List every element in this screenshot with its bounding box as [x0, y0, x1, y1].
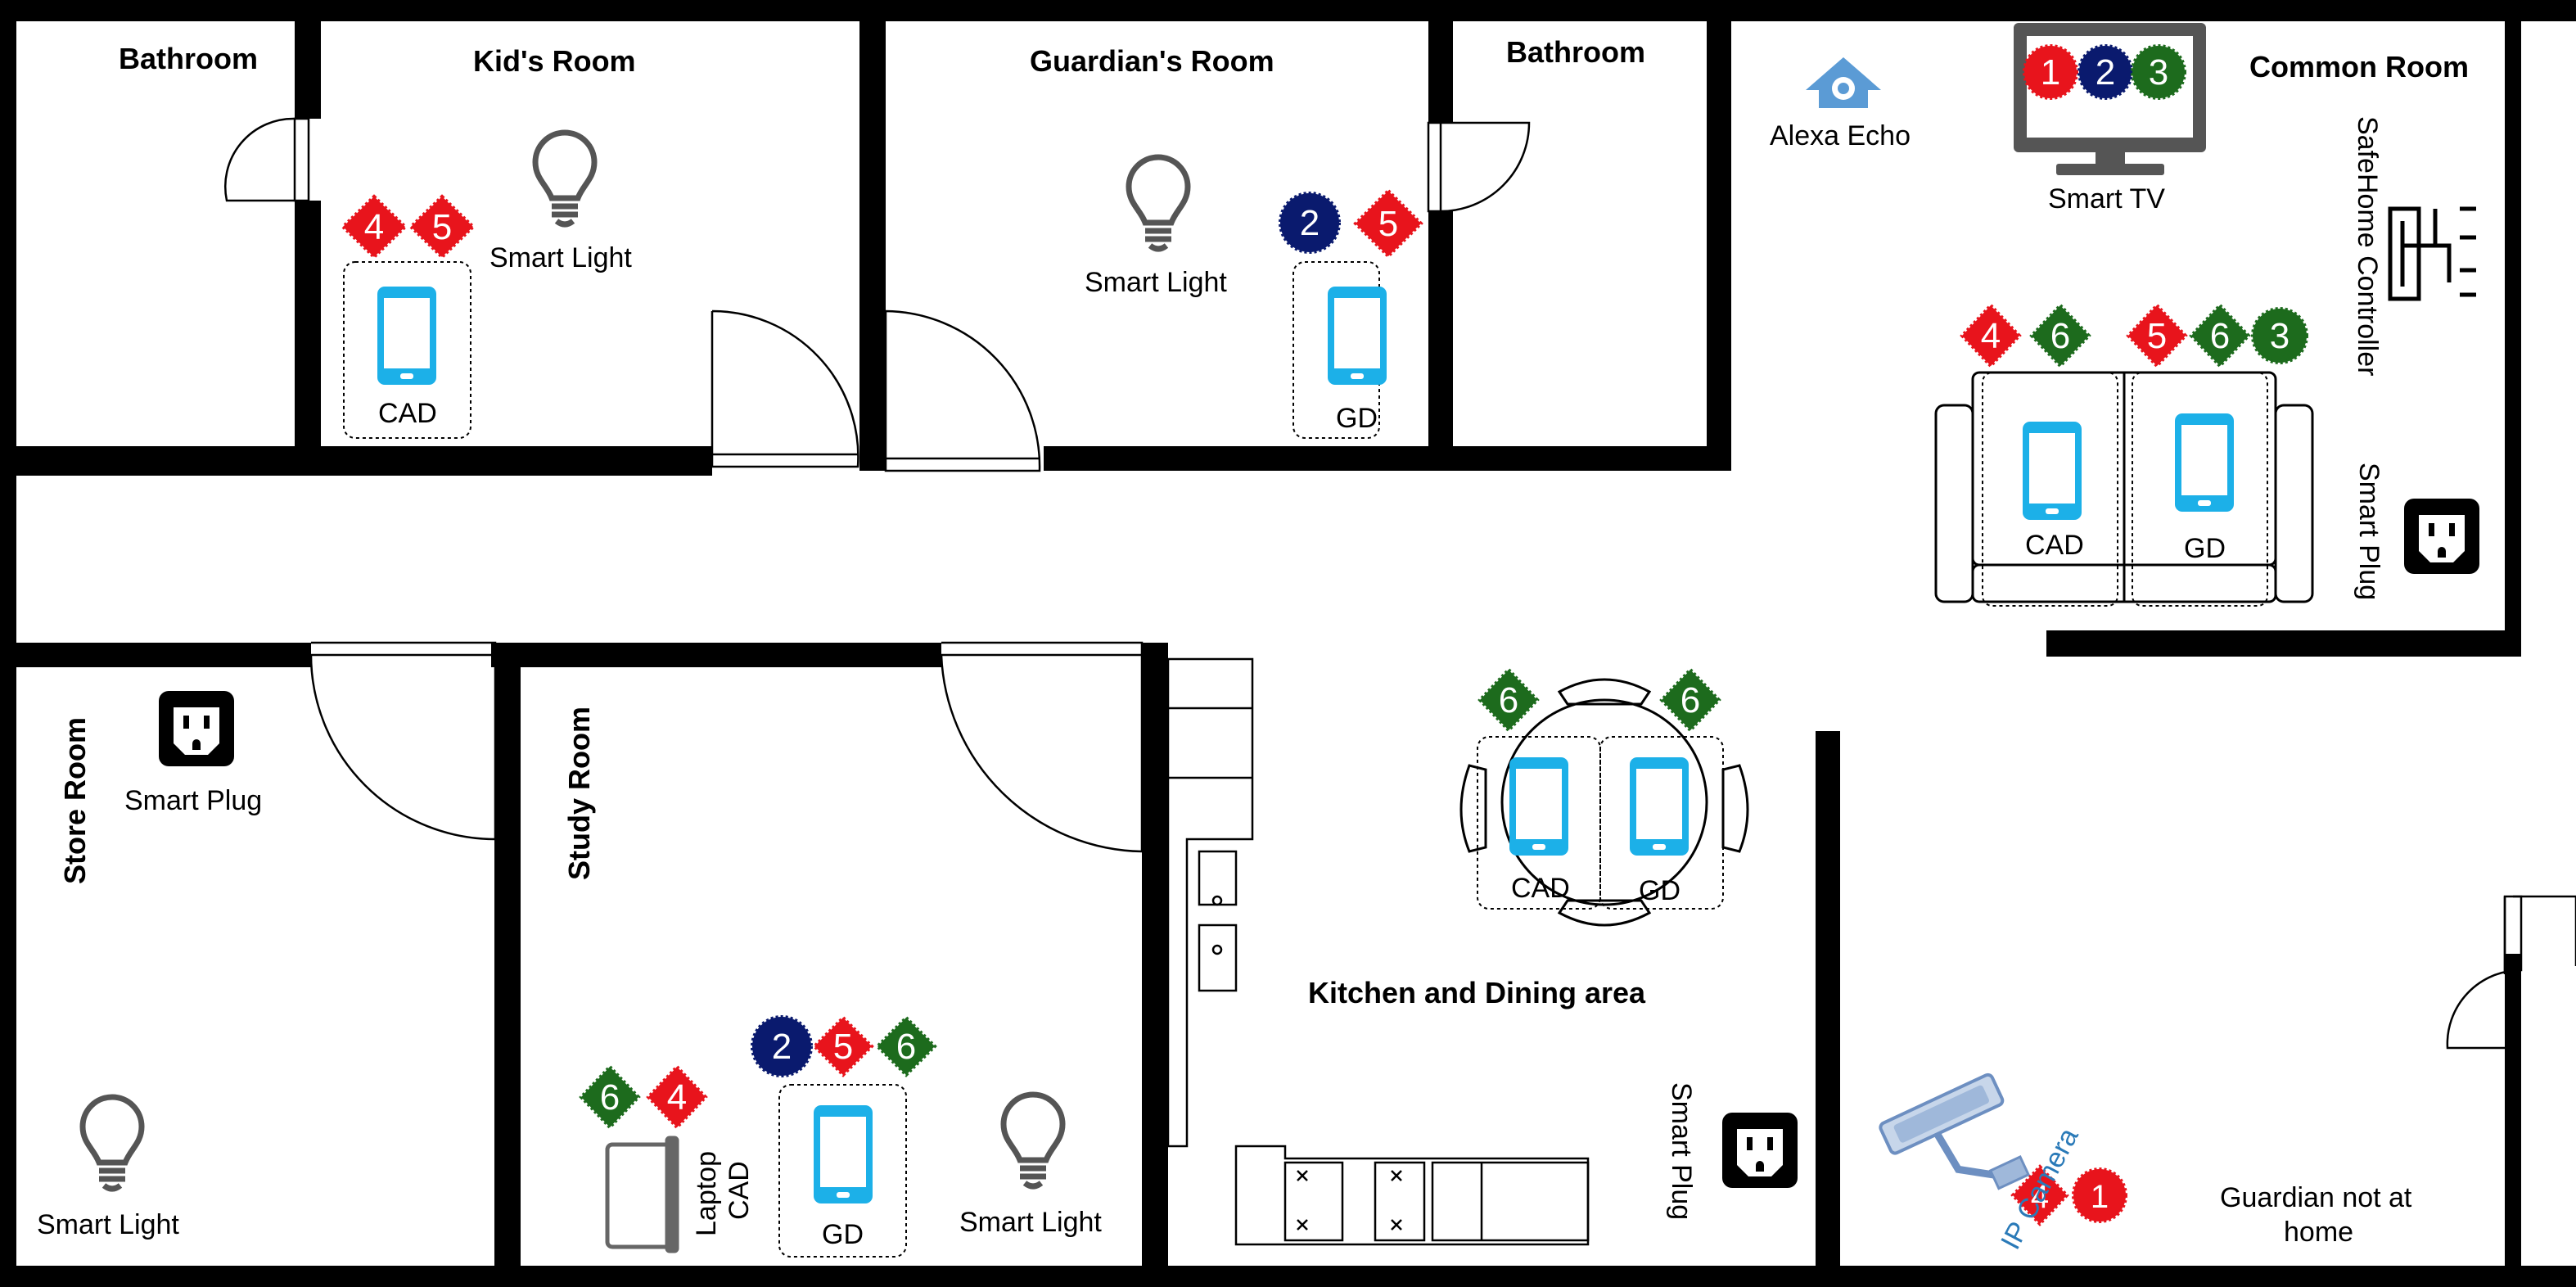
tablet-icon	[1630, 757, 1689, 856]
cad-label: CAD	[724, 1161, 755, 1220]
room-label-guardians-room: Guardian's Room	[1030, 44, 1274, 78]
smart-light-label: Smart Light	[37, 1209, 179, 1240]
tablet-icon	[1509, 757, 1568, 856]
smart-light-label: Smart Light	[489, 242, 632, 273]
badge-number: 5	[2147, 316, 2167, 356]
gd-label: GD	[1336, 403, 1378, 434]
lightbulb-icon	[535, 133, 594, 224]
gd-label: GD	[1639, 875, 1680, 906]
smart-light-label: Smart Light	[1085, 267, 1227, 298]
gd-label: GD	[822, 1219, 864, 1250]
tablet-icon	[1328, 287, 1387, 385]
room-label-store-room: Store Room	[58, 716, 92, 884]
safehome-controller-label: SafeHome Controller	[2352, 116, 2383, 377]
badge-number: 6	[600, 1077, 620, 1118]
laptop-icon	[605, 1136, 679, 1253]
badge-number: 6	[896, 1027, 916, 1067]
smart-plug-label: Smart Plug	[2353, 463, 2384, 601]
badge-number: 2	[2096, 52, 2115, 93]
smart-plug-label: Smart Plug	[124, 785, 263, 816]
gd-label: GD	[2184, 533, 2226, 564]
cad-label: CAD	[2025, 530, 2084, 561]
badge-number: 2	[1300, 203, 1320, 243]
badge-number: 4	[667, 1077, 687, 1118]
room-label-kitchen: Kitchen and Dining area	[1308, 976, 1646, 1009]
badge-diamonds-green	[579, 303, 2251, 1130]
doors	[224, 117, 2576, 1050]
lightbulb-icon	[1004, 1095, 1062, 1186]
safehome-controller-icon	[2388, 206, 2476, 301]
badge-number: 4	[1981, 316, 2001, 356]
badge-number: 5	[833, 1027, 853, 1067]
badge-numbers: 4 5 2 5 1 2 3 4 6 5 6 3 6 6 6 4 2 5 6 4 …	[364, 52, 2290, 1215]
lightbulb-icon	[83, 1097, 142, 1189]
badge-number: 1	[2041, 52, 2060, 93]
alexa-echo-label: Alexa Echo	[1770, 120, 1911, 151]
room-label-kids-room: Kid's Room	[473, 44, 636, 78]
phone-icons	[377, 287, 2234, 1203]
cad-label: CAD	[378, 398, 437, 429]
badge-number: 6	[2210, 316, 2230, 356]
badge-number: 6	[2050, 316, 2070, 356]
badge-number: 6	[1680, 680, 1700, 720]
smart-plug-icon	[159, 691, 234, 766]
room-label-common-room: Common Room	[2249, 50, 2469, 84]
badge-diamonds-red	[341, 188, 2188, 1130]
tablet-icon	[814, 1105, 873, 1203]
alexa-echo-icon	[1806, 57, 1881, 108]
smart-plug-icon	[2404, 499, 2479, 574]
laptop-label: Laptop	[691, 1151, 722, 1236]
badge-number: 5	[1378, 204, 1398, 244]
guardian-status-line1: Guardian not at	[2220, 1182, 2412, 1213]
badge-circles	[751, 44, 2308, 1223]
ip-camera-icon	[1879, 1072, 2031, 1190]
tablet-icon	[2175, 413, 2234, 512]
badge-number: 1	[2091, 1179, 2109, 1215]
smart-tv-label: Smart TV	[2048, 183, 2165, 214]
room-label-bathroom: Bathroom	[119, 42, 258, 75]
lightbulb-icon	[1129, 157, 1188, 249]
badge-number: 2	[772, 1027, 792, 1067]
tablet-icon	[377, 287, 436, 385]
badge-number: 5	[432, 207, 452, 247]
smart-plug-label: Smart Plug	[1666, 1082, 1697, 1221]
sofa	[1934, 371, 2314, 607]
badge-number: 6	[1499, 680, 1518, 720]
badge-number: 4	[364, 207, 384, 247]
tablet-icon	[2023, 422, 2082, 520]
smart-light-label: Smart Light	[959, 1207, 1102, 1238]
cad-label: CAD	[1511, 873, 1570, 904]
badge-number: 3	[2270, 316, 2290, 356]
guardian-status-line2: home	[2284, 1217, 2354, 1248]
smart-plug-icon	[1722, 1113, 1798, 1188]
badge-diamond-red	[2010, 1164, 2069, 1226]
room-label-study-room: Study Room	[562, 707, 596, 880]
badge-number: 4	[2031, 1179, 2049, 1215]
kitchen-counter	[1166, 657, 1590, 1246]
dining-table	[1459, 678, 1749, 927]
badge-number: 3	[2149, 52, 2168, 93]
room-label-bathroom: Bathroom	[1506, 35, 1645, 69]
